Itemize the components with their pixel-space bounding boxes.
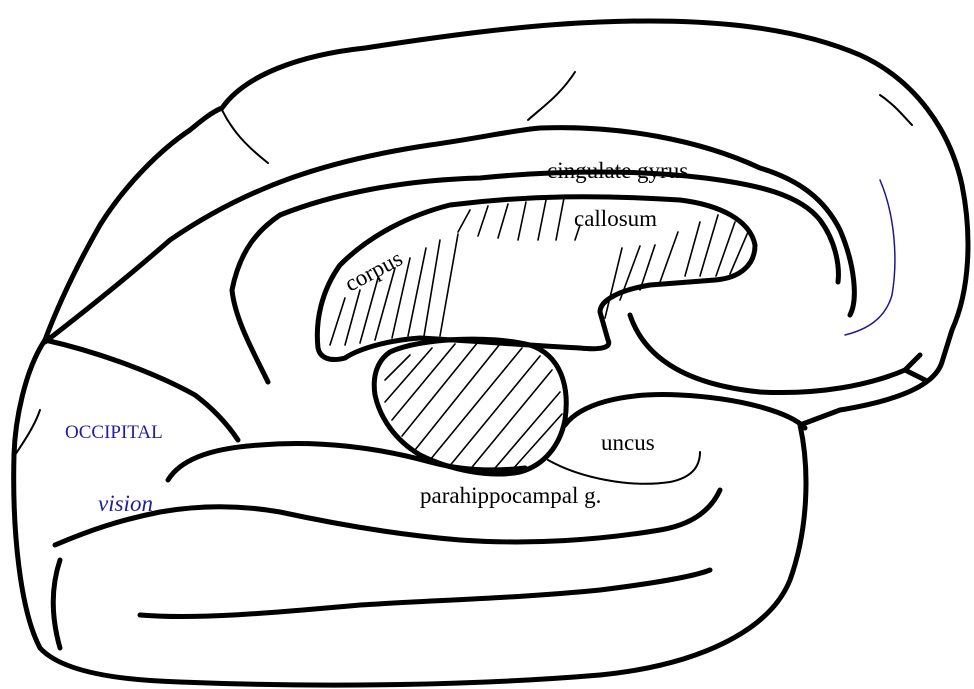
uncus-outline bbox=[565, 395, 805, 428]
brain-outer-outline bbox=[14, 21, 968, 685]
label-callosum: callosum bbox=[574, 206, 657, 231]
collateral-sulcus-upper bbox=[55, 490, 720, 545]
thalamus-hatching bbox=[385, 342, 562, 474]
frontal-tip-edge bbox=[905, 370, 925, 380]
label-cingulate-gyrus: cingulate gyrus bbox=[547, 158, 688, 183]
label-parahippocampal: parahippocampal g. bbox=[420, 483, 601, 508]
superior-sulcus-right bbox=[880, 95, 912, 125]
parahippocampal-fissure bbox=[168, 444, 525, 480]
label-occipital: OCCIPITAL bbox=[65, 422, 163, 443]
cingulate-sulcus bbox=[45, 128, 854, 342]
superior-sulcus-top bbox=[528, 72, 575, 120]
occipital-lower-sulcus bbox=[53, 560, 60, 648]
superior-sulcus-left bbox=[222, 110, 268, 163]
callosal-sulcus-upper bbox=[232, 172, 838, 382]
label-vision: vision bbox=[98, 491, 153, 516]
collateral-sulcus-lower bbox=[140, 570, 710, 617]
label-uncus: uncus bbox=[601, 430, 655, 455]
cingulate-lower-arc bbox=[630, 315, 920, 393]
uncus-inner-curve bbox=[548, 452, 700, 484]
